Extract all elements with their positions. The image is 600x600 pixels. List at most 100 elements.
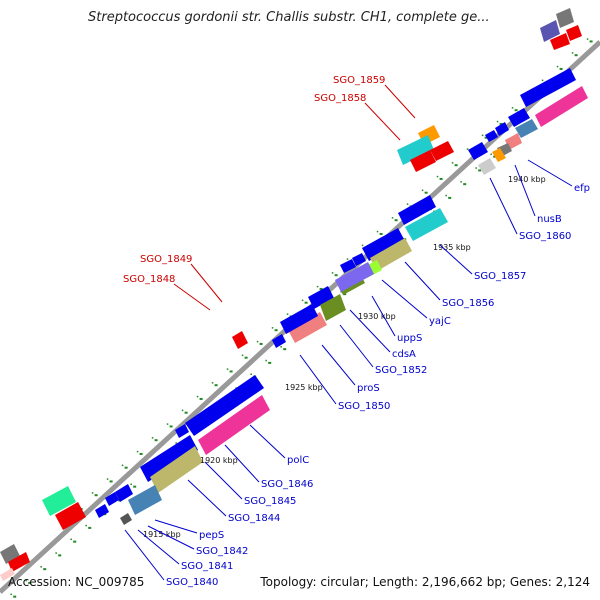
svg-text:SGO_1848: SGO_1848 [123,274,175,285]
guide-dot [244,356,248,359]
gene-cluster-1848-1849[interactable] [232,331,248,349]
guide-dot [25,579,27,582]
label-SGO-1842[interactable]: SGO_1842 [147,525,248,557]
tick-1935: 1935 kbp [433,243,471,252]
svg-text:SGO_1840: SGO_1840 [166,577,218,588]
label-SGO-1840[interactable]: SGO_1840 [124,529,218,588]
guide-dot [475,167,477,169]
guide-dot [334,274,338,277]
guide-dot [319,287,323,290]
label-SGO-1856[interactable]: SGO_1856 [404,261,494,309]
guide-dot [226,368,229,370]
guide-dot [121,464,124,467]
guide-dot [436,175,439,178]
label-nusB[interactable]: nusB [514,164,562,225]
guide-dot [214,384,218,387]
label-uppS[interactable]: uppS [371,295,422,344]
map-title: Streptococcus gordonii str. Challis subs… [88,10,490,25]
guide-dot [40,566,42,568]
svg-text:1925 kbp: 1925 kbp [285,383,323,392]
svg-text:SGO_1850: SGO_1850 [338,401,390,412]
label-SGO-1850[interactable]: SGO_1850 [299,354,390,412]
svg-text:efp: efp [574,183,590,194]
guide-dot [166,423,169,425]
label-SGO-1841[interactable]: SGO_1841 [137,529,233,572]
label-cdsA[interactable]: cdsA [349,309,416,360]
svg-text:proS: proS [357,383,380,394]
guide-dot [556,65,559,68]
guide-dot [106,478,109,480]
gene-cluster-polC[interactable] [95,375,270,525]
label-SGO-1858[interactable]: SGO_1858 [314,93,401,141]
guide-dot [55,552,57,554]
guide-dot [376,230,379,233]
svg-text:1935 kbp: 1935 kbp [433,243,471,252]
label-SGO-1844[interactable]: SGO_1844 [187,479,280,524]
guide-dot [574,54,578,57]
gene-cluster-1858-1859[interactable] [397,125,454,172]
guide-dot [493,155,497,158]
guide-dot [484,136,488,139]
guide-dot [586,38,589,40]
guide-dot [94,494,98,497]
tick-1915: 1915 kbp [143,530,181,539]
topology-summary: Topology: circular; Length: 2,196,662 bp… [260,575,590,589]
svg-text:uppS: uppS [397,333,422,344]
svg-text:cdsA: cdsA [392,349,416,360]
guide-dot [184,411,188,414]
guide-dot [70,538,72,541]
guide-dot [283,348,287,351]
guide-dot [13,595,17,598]
guide-dot [439,177,443,180]
svg-text:1915 kbp: 1915 kbp [143,530,181,539]
gene-cluster-1940[interactable] [468,68,588,175]
label-SGO-1845[interactable]: SGO_1845 [204,461,296,507]
svg-text:SGO_1860: SGO_1860 [519,231,571,242]
guide-dot [151,437,154,439]
label-efp[interactable]: efp [527,159,590,194]
label-polC[interactable]: polC [249,424,309,466]
gene-cluster-bottom-left[interactable] [0,544,30,581]
svg-text:polC: polC [287,455,309,466]
guide-dot [541,79,544,82]
guide-dot [463,183,467,186]
guide-dot [361,244,364,247]
gene-cluster-1930[interactable] [272,195,448,348]
tick-1940: 1940 kbp [508,175,546,184]
guide-dot [511,107,514,109]
label-proS[interactable]: proS [321,344,380,394]
guide-dot [43,568,47,571]
guide-dot [478,169,482,172]
guide-dot [490,153,492,156]
guide-dot [265,359,267,362]
label-SGO-1852[interactable]: SGO_1852 [339,324,427,376]
guide-dot [211,382,214,384]
label-SGO-1857[interactable]: SGO_1857 [439,244,526,282]
label-SGO-1860[interactable]: SGO_1860 [489,177,571,242]
guide-dot [274,329,278,332]
label-SGO-1846[interactable]: SGO_1846 [224,444,313,490]
gene-cluster-left[interactable] [42,486,86,530]
gene-cluster-top-right[interactable] [540,8,582,50]
guide-dot [589,40,593,43]
label-pepS[interactable]: pepS [154,519,224,541]
tick-1925: 1925 kbp [285,383,323,392]
label-SGO-1848[interactable]: SGO_1848 [123,274,211,311]
guide-dot [10,593,12,596]
svg-text:SGO_1844: SGO_1844 [228,513,280,524]
tick-1920: 1920 kbp [200,456,238,465]
svg-text:SGO_1859: SGO_1859 [333,75,385,86]
guide-dot [406,203,409,205]
guide-dot [133,485,137,488]
guide-dot [445,194,447,197]
guide-dot [109,480,113,483]
guide-dot [571,52,574,54]
svg-text:SGO_1849: SGO_1849 [140,254,192,265]
guide-dot [460,181,462,183]
guide-dot [331,272,334,274]
label-yajC[interactable]: yajC [381,279,451,327]
guide-dot [169,425,173,428]
label-SGO-1859[interactable]: SGO_1859 [333,75,416,119]
guide-dot [421,189,424,192]
label-SGO-1849[interactable]: SGO_1849 [140,254,223,303]
